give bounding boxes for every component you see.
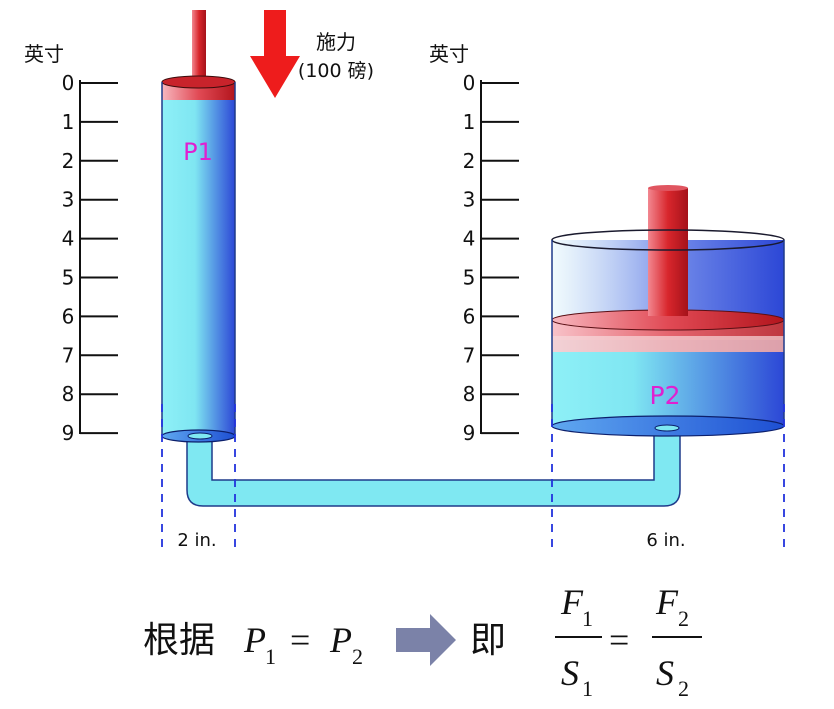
left-scale-tick-label: 8: [62, 382, 75, 406]
right-scale-tick-label: 6: [463, 304, 476, 328]
left-scale-tick-label: 5: [62, 266, 75, 290]
formula-p1-sub: 1: [265, 644, 276, 669]
left-inch-scale: 英寸 0 1 2 3 4 5 6 7 8 9: [24, 42, 118, 445]
left-scale-tick-label: 2: [62, 149, 75, 173]
right-scale-tick-label: 1: [463, 110, 476, 134]
formula-s2: S: [656, 653, 674, 693]
diameter-guides: [161, 404, 785, 552]
p2-label: P2: [650, 381, 681, 410]
right-scale-tick-label: 0: [463, 71, 476, 95]
applied-force: 施力 (100 磅): [250, 10, 374, 98]
large-diameter-label: 6 in.: [646, 530, 685, 551]
formula-equals-2: =: [609, 620, 629, 660]
force-value: (100 磅): [298, 60, 374, 82]
right-scale-tick-label: 9: [463, 421, 476, 445]
left-scale-unit: 英寸: [24, 42, 64, 66]
small-piston-rod: [192, 10, 206, 82]
left-scale-tick-label: 4: [62, 227, 75, 251]
force-label: 施力: [316, 30, 356, 54]
formula-p2-sub: 2: [352, 644, 363, 669]
small-cylinder-outlet: [187, 432, 213, 440]
small-cylinder: P1: [161, 10, 236, 443]
large-cylinder-fluid: [552, 340, 784, 426]
p1-label: P1: [183, 138, 213, 166]
formula-prefix: 根据: [143, 620, 215, 660]
right-inch-scale: 英寸 0 1 2 3 4 5 6 7 8 9: [429, 42, 519, 445]
large-cylinder: P2: [551, 185, 785, 437]
pressure-formula: 根据 P 1 = P 2 即 F 1 S 1 = F 2 S 2: [143, 582, 702, 701]
connecting-pipe: [186, 427, 681, 507]
formula-s1: S: [561, 653, 579, 693]
left-scale-tick-label: 7: [62, 343, 75, 367]
formula-p2: P: [329, 620, 352, 660]
right-scale-unit: 英寸: [429, 42, 469, 66]
left-scale-tick-label: 9: [62, 421, 75, 445]
left-scale-tick-label: 3: [62, 188, 75, 212]
small-piston-top: [161, 75, 236, 89]
left-scale-tick-label: 6: [62, 304, 75, 328]
formula-p1: P: [243, 620, 266, 660]
formula-f2-sub: 2: [678, 606, 689, 631]
large-cylinder-inlet: [654, 424, 680, 432]
formula-f1-sub: 1: [582, 606, 593, 631]
formula-s1-sub: 1: [582, 676, 593, 701]
small-cylinder-fluid: [162, 98, 235, 436]
right-scale-tick-label: 3: [463, 188, 476, 212]
left-scale-tick-label: 0: [62, 71, 75, 95]
large-piston-rod: [648, 188, 688, 316]
small-diameter-label: 2 in.: [177, 530, 216, 551]
formula-equals-1: =: [290, 620, 310, 660]
formula-connector: 即: [470, 620, 506, 660]
right-scale-tick-label: 4: [463, 227, 476, 251]
right-scale-tick-label: 5: [463, 266, 476, 290]
force-arrow-icon: [250, 10, 300, 98]
formula-f2: F: [655, 582, 679, 622]
formula-f1: F: [560, 582, 584, 622]
right-scale-tick-label: 8: [463, 382, 476, 406]
left-scale-tick-label: 1: [62, 110, 75, 134]
right-scale-tick-label: 2: [463, 149, 476, 173]
implies-arrow-icon: [396, 614, 456, 666]
formula-s2-sub: 2: [678, 676, 689, 701]
right-scale-tick-label: 7: [463, 343, 476, 367]
